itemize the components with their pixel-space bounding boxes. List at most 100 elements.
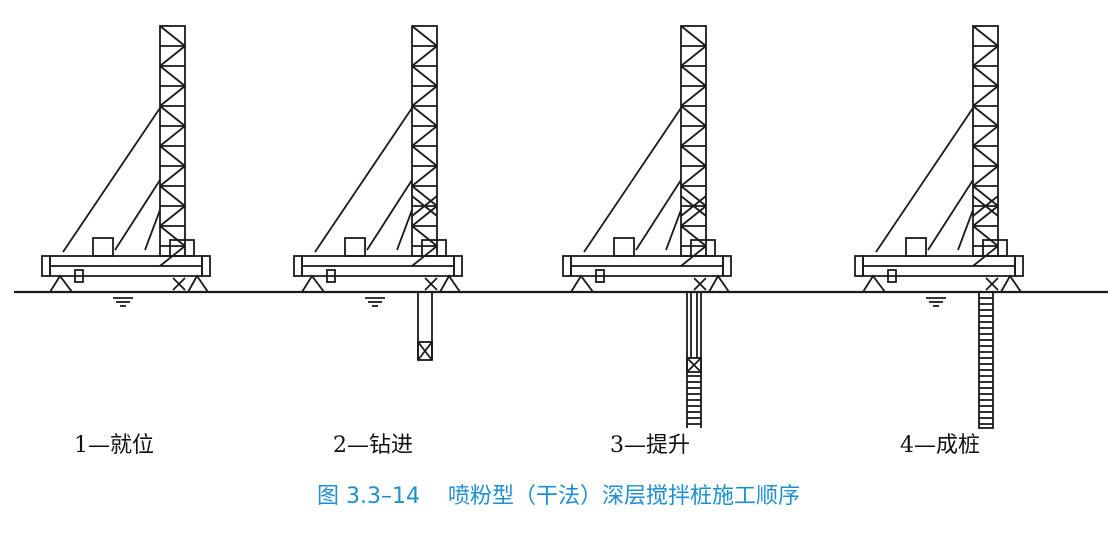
- tower-brace: [680, 165, 707, 187]
- tower-brace: [159, 165, 186, 187]
- tower-brace: [680, 225, 707, 247]
- engine-box: [92, 237, 114, 257]
- guy-line: [583, 107, 682, 253]
- rig-2: [293, 25, 463, 361]
- cab-box: [169, 239, 195, 257]
- rig-3: [562, 25, 732, 428]
- cab-box: [421, 239, 447, 257]
- guy-line: [875, 107, 974, 253]
- tower-cross-brace: [411, 195, 438, 217]
- guy-line: [927, 179, 974, 251]
- tower-brace: [159, 45, 186, 67]
- tower-brace: [411, 105, 438, 127]
- tower-brace: [159, 25, 186, 47]
- drill-bit-cross: [417, 341, 433, 361]
- deck-platform: [49, 255, 203, 267]
- tower-mast: [680, 25, 707, 257]
- tower-brace: [411, 185, 438, 207]
- swivel-x: [424, 277, 438, 291]
- step-label-3: 3—提升: [610, 433, 690, 458]
- tower-brace: [680, 205, 707, 227]
- outrigger: [300, 274, 326, 293]
- engine-box: [613, 237, 635, 257]
- step-label-4: 4—成桩: [900, 433, 980, 458]
- deck-platform: [301, 255, 455, 267]
- deck-block: [74, 269, 84, 283]
- engine-box: [344, 237, 366, 257]
- drill-bit: [686, 357, 702, 373]
- drill-bit-cross: [686, 357, 702, 373]
- outrigger: [48, 274, 74, 293]
- tower-brace: [411, 225, 438, 247]
- tower-brace: [411, 45, 438, 67]
- construction-sequence-diagram: [14, 25, 1108, 429]
- swivel-x: [172, 277, 186, 291]
- figure-caption: 图 3.3–14 喷粉型（干法）深层搅拌桩施工顺序: [0, 483, 1117, 511]
- tower-brace: [972, 205, 999, 227]
- tower-brace: [680, 125, 707, 147]
- finished-pile: [978, 291, 994, 429]
- tower-brace: [411, 85, 438, 107]
- cab-box: [982, 239, 1008, 257]
- step-label-2: 2—钻进: [333, 433, 413, 458]
- end-pulley: [1014, 255, 1024, 277]
- guy-line: [665, 209, 682, 251]
- tower-brace: [972, 65, 999, 87]
- tower-brace: [972, 225, 999, 247]
- rig-4: [854, 25, 1024, 429]
- tower-brace: [159, 85, 186, 107]
- tower-brace: [972, 25, 999, 47]
- end-pulley: [41, 255, 51, 277]
- deck-block: [595, 269, 605, 283]
- tower-brace: [972, 125, 999, 147]
- cab-box: [690, 239, 716, 257]
- tower-brace: [159, 105, 186, 127]
- tower-brace: [159, 145, 186, 167]
- deck-block: [326, 269, 336, 283]
- tower-brace: [411, 125, 438, 147]
- tower-brace: [411, 205, 438, 227]
- outrigger: [707, 274, 731, 293]
- deck-platform: [570, 255, 724, 267]
- tower-brace: [680, 145, 707, 167]
- outrigger: [861, 274, 887, 293]
- tower-brace: [972, 45, 999, 67]
- end-pulley: [293, 255, 303, 277]
- deck-platform: [862, 255, 1016, 267]
- tower-brace: [680, 105, 707, 127]
- guy-line: [62, 107, 161, 253]
- guy-line: [144, 209, 161, 251]
- end-pulley: [722, 255, 732, 277]
- tower-brace: [972, 85, 999, 107]
- outrigger: [999, 274, 1023, 293]
- swivel-x: [985, 277, 999, 291]
- swivel-x: [693, 277, 707, 291]
- outrigger: [569, 274, 595, 293]
- tower-brace: [680, 185, 707, 207]
- tower-brace: [159, 125, 186, 147]
- tower-brace: [972, 145, 999, 167]
- step-label-1: 1—就位: [74, 433, 154, 458]
- tower-brace: [680, 65, 707, 87]
- tower-brace: [159, 205, 186, 227]
- tower-brace: [680, 25, 707, 47]
- tower-brace: [411, 65, 438, 87]
- tower-brace: [411, 25, 438, 47]
- guy-line: [635, 179, 682, 251]
- tower-brace: [411, 145, 438, 167]
- engine-box: [905, 237, 927, 257]
- tower-brace: [972, 185, 999, 207]
- end-pulley: [854, 255, 864, 277]
- outrigger: [186, 274, 210, 293]
- drill-bit: [417, 341, 433, 361]
- outrigger: [438, 274, 462, 293]
- end-pulley: [453, 255, 463, 277]
- tower-brace: [159, 225, 186, 247]
- guy-line: [396, 209, 413, 251]
- figure-number: 图 3.3–14: [317, 484, 420, 509]
- tower-brace: [411, 165, 438, 187]
- guy-line: [957, 209, 974, 251]
- guy-line: [314, 107, 413, 253]
- tower-mast: [159, 25, 186, 257]
